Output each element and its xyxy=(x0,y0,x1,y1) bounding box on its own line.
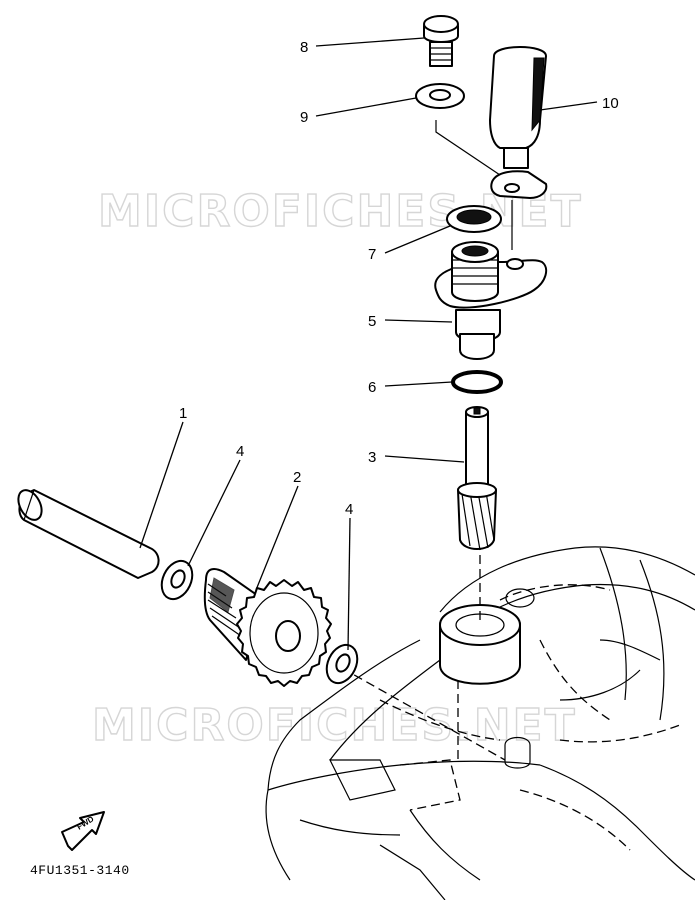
watermark-bottom: MICROFICHES.NET xyxy=(92,700,577,751)
callout-9: 9 xyxy=(300,109,308,126)
engine-case-outline xyxy=(265,546,695,900)
callout-8: 8 xyxy=(300,39,308,56)
callout-10: 10 xyxy=(602,95,619,112)
callout-4-left: 4 xyxy=(236,443,244,460)
part-clamp-plate xyxy=(489,46,548,199)
part-washer-4-right xyxy=(325,643,359,685)
fwd-arrow-icon: FWD xyxy=(61,811,105,851)
part-driven-gear-shaft xyxy=(457,406,497,551)
callout-7: 7 xyxy=(368,246,376,263)
part-o-ring xyxy=(451,370,503,394)
callout-5: 5 xyxy=(368,313,376,330)
part-washer-4-left xyxy=(160,559,194,601)
alignment-guides xyxy=(341,120,513,761)
part-drive-gear xyxy=(203,568,332,687)
part-washer-9 xyxy=(415,83,465,109)
callout-4-right: 4 xyxy=(345,501,353,518)
part-shaft-pin xyxy=(17,489,160,579)
callout-3: 3 xyxy=(368,449,376,466)
callout-6: 6 xyxy=(368,379,376,396)
callout-2: 2 xyxy=(293,469,301,486)
leader-lines xyxy=(139,37,598,651)
callout-1: 1 xyxy=(179,405,187,422)
diagram-code: 4FU1351-3140 xyxy=(30,863,130,878)
part-sleeve-housing xyxy=(434,241,548,360)
part-bolt xyxy=(423,15,459,67)
part-washer-7 xyxy=(446,205,502,233)
